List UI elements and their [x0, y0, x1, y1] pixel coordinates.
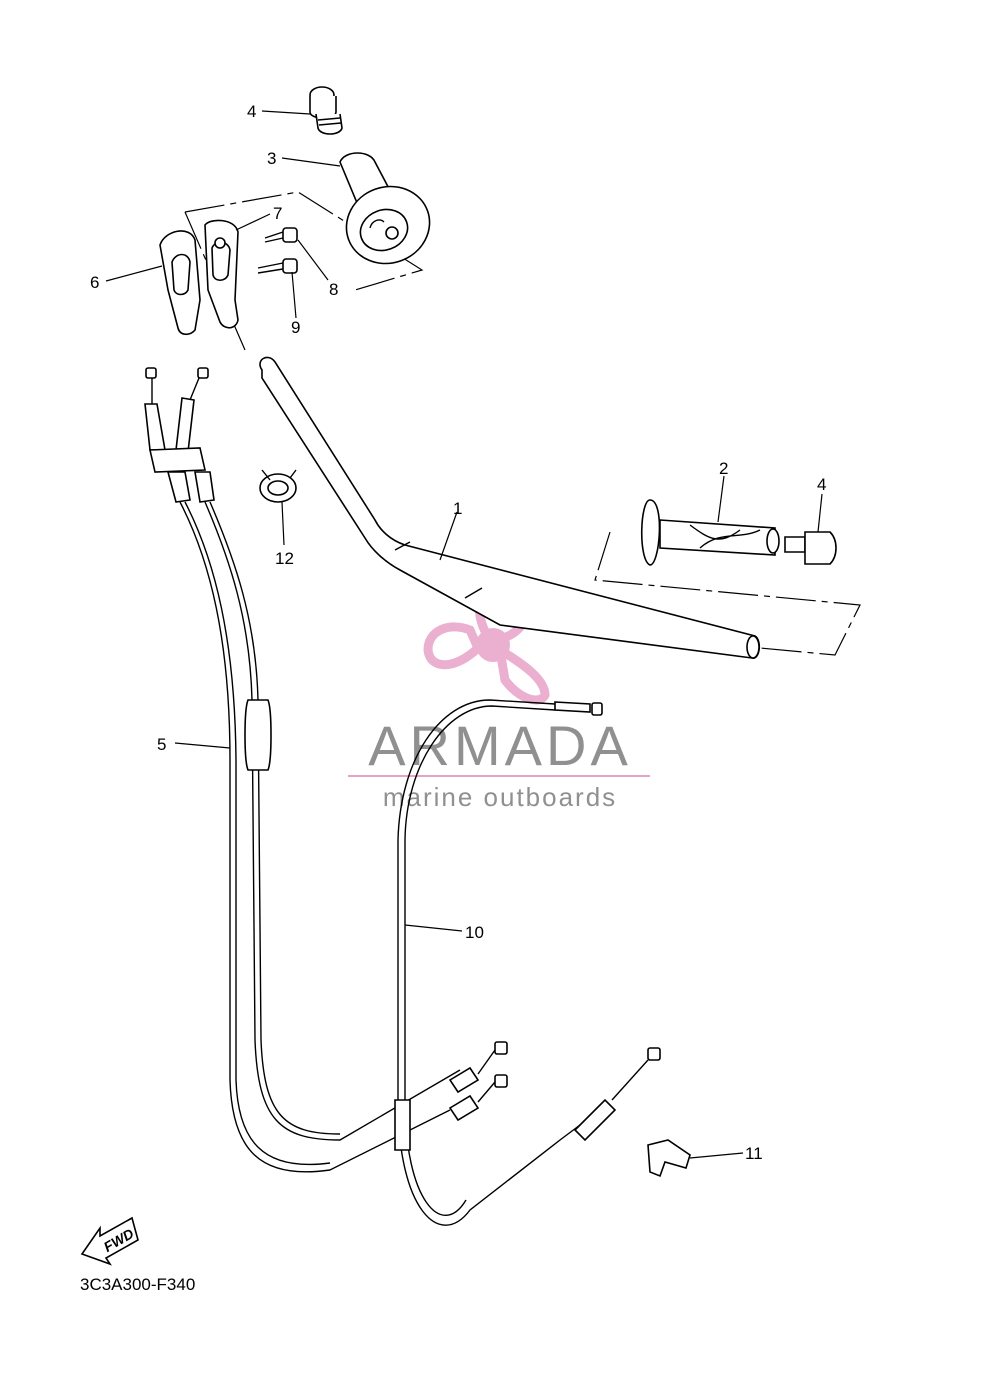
- cable-clip: [647, 1139, 691, 1178]
- callout-1: 1: [453, 499, 462, 518]
- callout-7: 7: [273, 204, 282, 223]
- screw-9: [257, 258, 298, 274]
- callout-9: 9: [291, 318, 300, 337]
- callout-8: 8: [329, 280, 338, 299]
- watermark-brand: ARMADA: [368, 714, 632, 777]
- throttle-housing: [159, 219, 239, 336]
- leader-lines: [105, 110, 823, 1159]
- watermark-tagline: marine outboards: [383, 782, 617, 812]
- bar-end-weight-right: [784, 531, 837, 565]
- clutch-cable: [394, 699, 661, 1226]
- callout-11: 11: [745, 1144, 763, 1163]
- callout-2: 2: [719, 459, 728, 478]
- callout-5: 5: [157, 735, 166, 754]
- handlebar: [259, 356, 761, 659]
- bar-end-weight-top: [309, 86, 343, 135]
- diagram-code: 3C3A300-F340: [80, 1275, 195, 1294]
- throttle-cables: [144, 367, 508, 1173]
- callout-12: 12: [275, 549, 294, 568]
- callout-4-right: 4: [817, 475, 826, 494]
- callout-6: 6: [90, 273, 99, 292]
- fwd-arrow-icon: FWD: [80, 1216, 139, 1266]
- right-grip: [640, 499, 780, 566]
- group-box-right-grip: [594, 531, 861, 656]
- callout-4-top: 4: [247, 102, 256, 121]
- left-grip: [339, 152, 431, 265]
- callout-3: 3: [267, 149, 276, 168]
- screw-8: [264, 227, 298, 243]
- cable-clamp: [259, 469, 297, 503]
- callout-10: 10: [465, 923, 484, 942]
